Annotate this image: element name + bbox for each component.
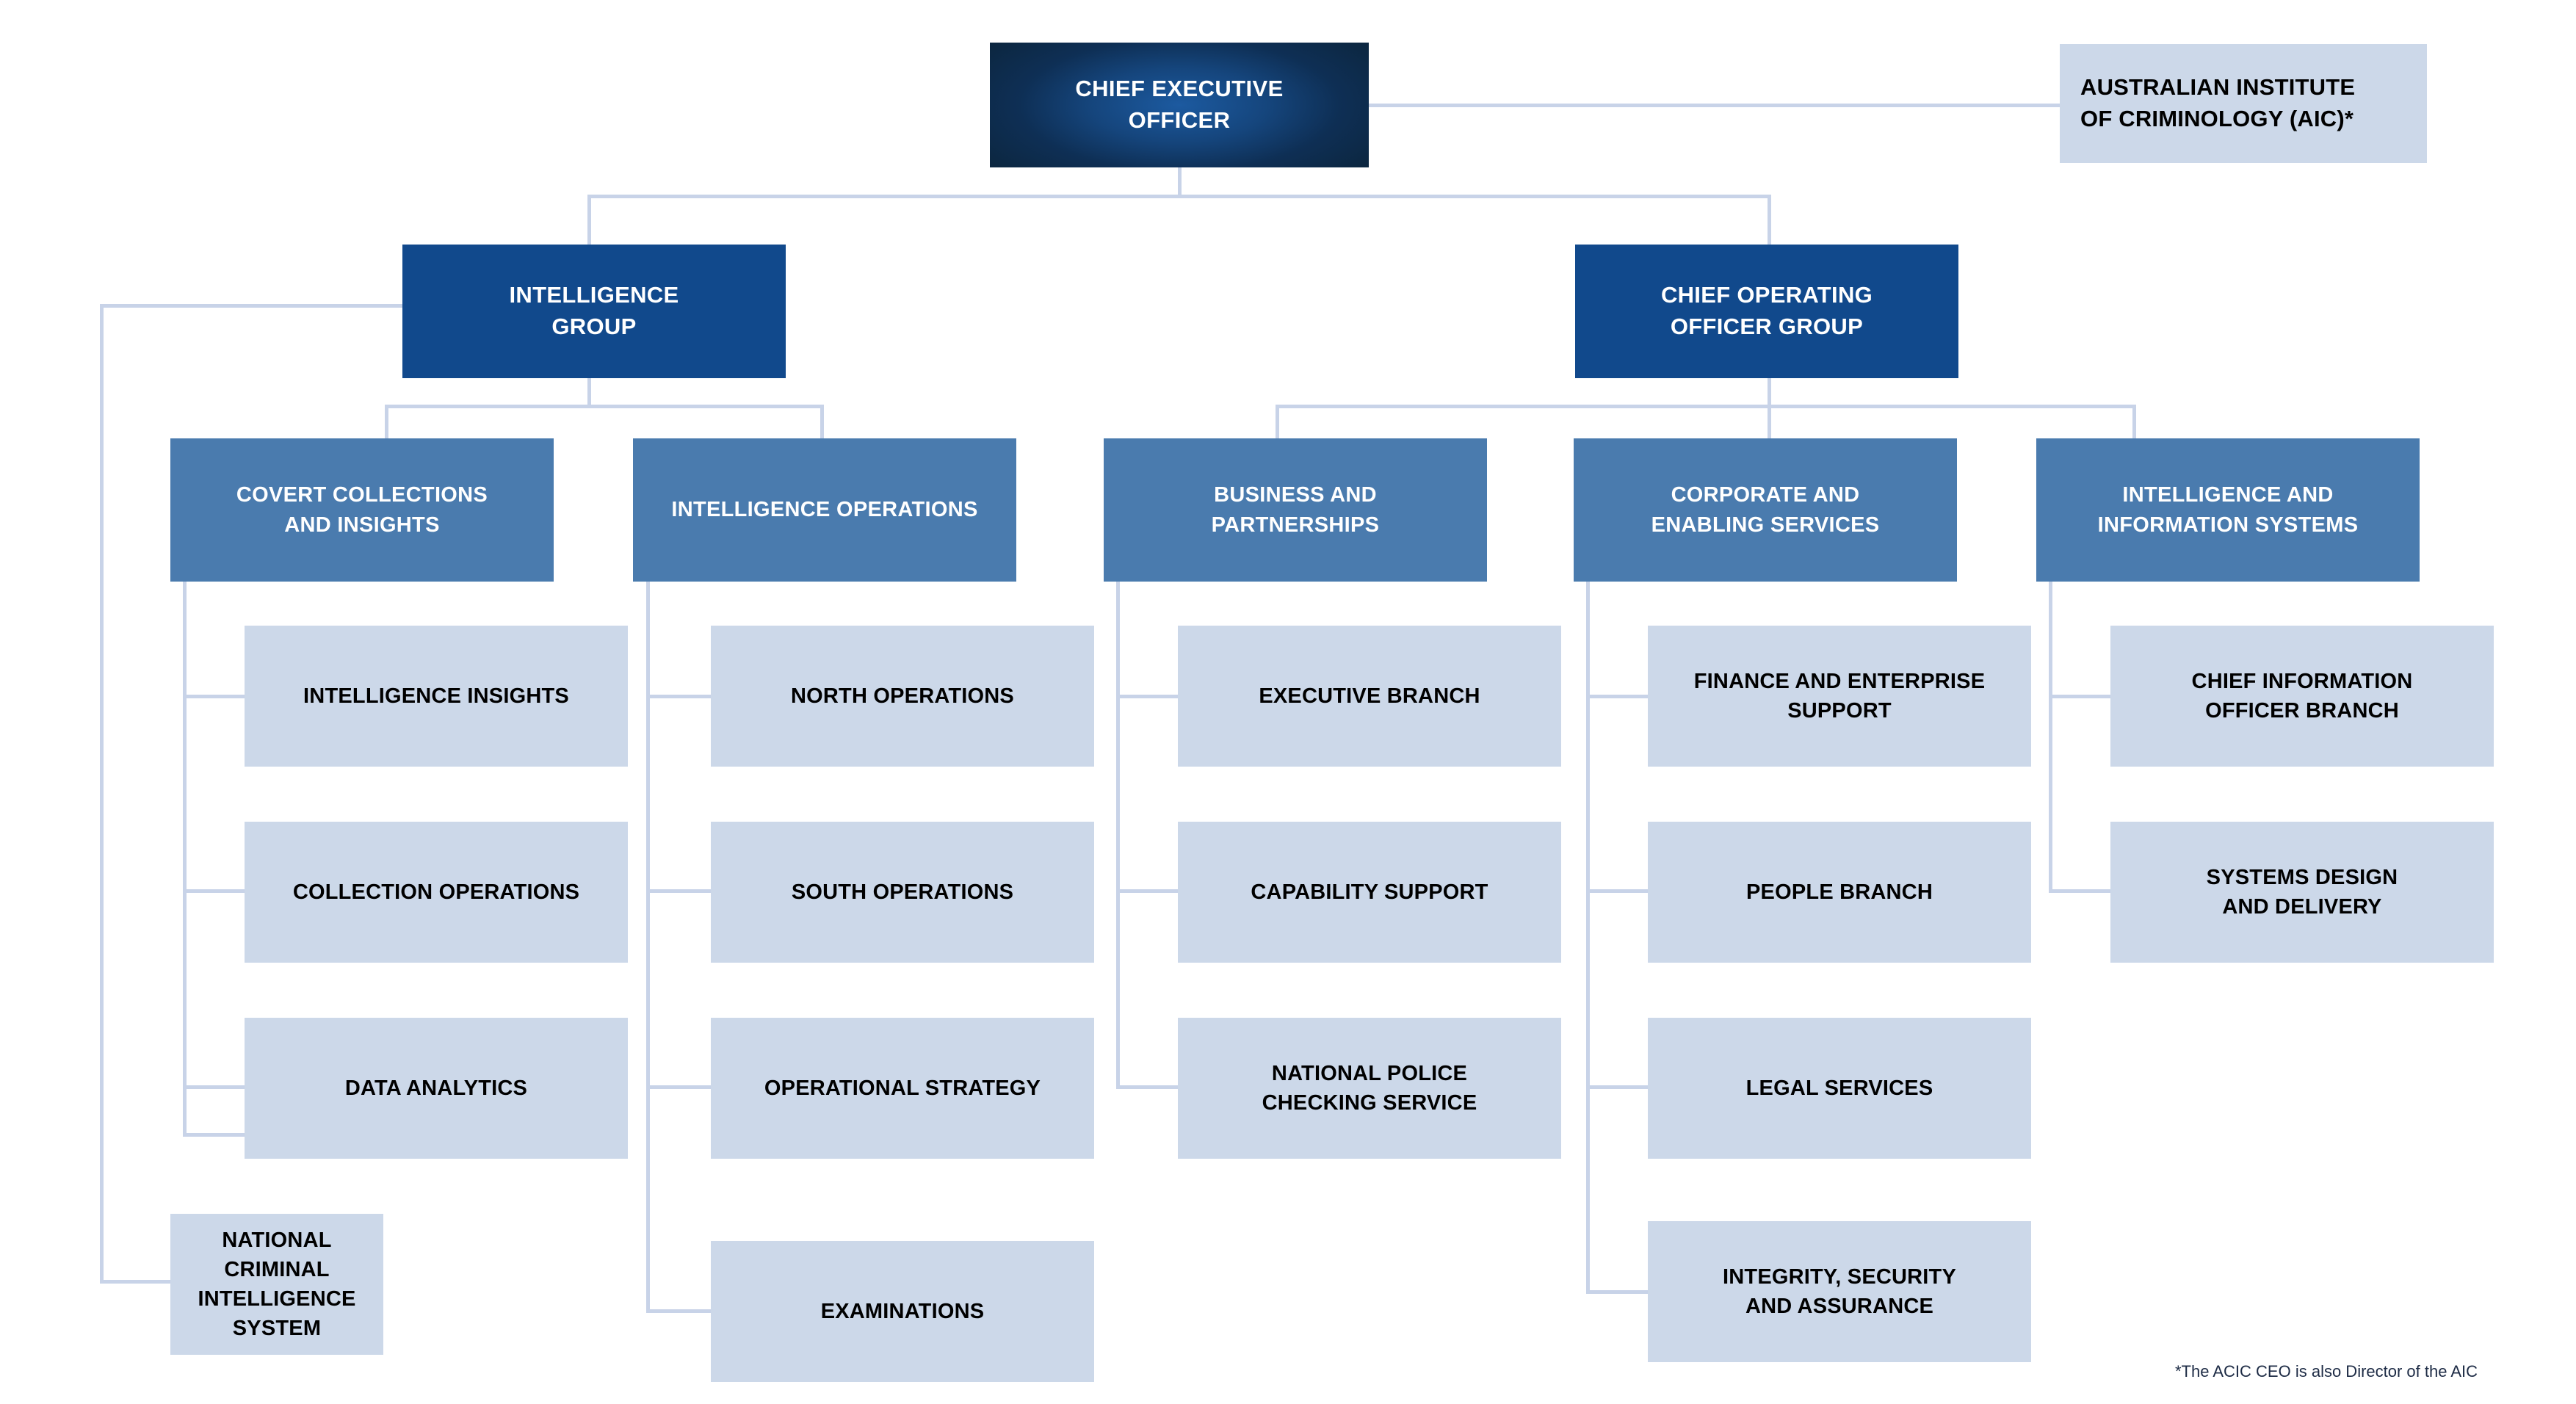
connector-ceo-down — [1178, 167, 1182, 197]
node-label: NATIONAL CRIMINAL INTELLIGENCE SYSTEM — [198, 1228, 356, 1341]
node-label: INTELLIGENCE INSIGHTS — [303, 684, 569, 708]
node-label: INTELLIGENCE OPERATIONS — [671, 498, 978, 522]
node-label: AUSTRALIAN INSTITUTE OF CRIMINOLOGY (AIC… — [2080, 74, 2356, 131]
node-collection-operations[interactable]: COLLECTION OPERATIONS — [245, 822, 628, 963]
connector-spine-covert — [183, 581, 187, 1136]
node-label: OPERATIONAL STRATEGY — [764, 1076, 1041, 1100]
node-label: CHIEF EXECUTIVE OFFICER — [1075, 76, 1284, 133]
node-label: EXAMINATIONS — [820, 1299, 985, 1323]
node-legal-services[interactable]: LEGAL SERVICES — [1648, 1018, 2031, 1159]
node-intelligence-operations[interactable]: INTELLIGENCE OPERATIONS — [633, 438, 1016, 582]
node-intelligence-group[interactable]: INTELLIGENCE GROUP — [402, 245, 786, 378]
connector-ncis-stub — [100, 1280, 173, 1284]
connector-stub-corporate-2 — [1586, 889, 1651, 893]
node-label: COLLECTION OPERATIONS — [292, 880, 580, 904]
node-label: LEGAL SERVICES — [1745, 1076, 1933, 1100]
connector-stub-intelops-3 — [646, 1085, 714, 1089]
node-systems-design-and-delivery[interactable]: SYSTEMS DESIGN AND DELIVERY — [2110, 822, 2494, 963]
node-people-branch[interactable]: PEOPLE BRANCH — [1648, 822, 2031, 963]
connector-coo-group-down — [1768, 378, 1771, 408]
connector-stub-covert-1 — [183, 695, 246, 698]
node-examinations[interactable]: EXAMINATIONS — [711, 1241, 1094, 1382]
node-label: COVERT COLLECTIONS AND INSIGHTS — [236, 483, 488, 537]
node-label: DATA ANALYTICS — [344, 1076, 528, 1100]
connector-ncis-top — [100, 304, 590, 308]
node-label: INTELLIGENCE AND INFORMATION SYSTEMS — [2097, 483, 2359, 537]
connector-stub-covert-3 — [183, 1085, 246, 1089]
connector-drop-covert — [385, 405, 388, 440]
connector-stub-covert-4 — [183, 1133, 246, 1137]
node-label: CHIEF OPERATING OFFICER GROUP — [1660, 282, 1873, 339]
node-finance-and-enterprise-support[interactable]: FINANCE AND ENTERPRISE SUPPORT — [1648, 626, 2031, 767]
node-label: INTELLIGENCE GROUP — [509, 282, 679, 339]
node-capability-support[interactable]: CAPABILITY SUPPORT — [1178, 822, 1561, 963]
connector-ceo-to-aic — [1367, 104, 2060, 107]
node-national-police-checking-service[interactable]: NATIONAL POLICE CHECKING SERVICE — [1178, 1018, 1561, 1159]
node-covert-collections-and-insights[interactable]: COVERT COLLECTIONS AND INSIGHTS — [170, 438, 554, 582]
node-label: NATIONAL POLICE CHECKING SERVICE — [1262, 1061, 1477, 1115]
connector-drop-intel-ops — [820, 405, 824, 440]
connector-spine-intel-ops — [646, 581, 650, 1312]
connector-stub-corporate-1 — [1586, 695, 1651, 698]
node-label: PEOPLE BRANCH — [1746, 880, 1933, 904]
footnote-acic-ceo: *The ACIC CEO is also Director of the AI… — [2175, 1362, 2478, 1381]
node-label: CORPORATE AND ENABLING SERVICES — [1651, 483, 1880, 537]
node-chief-executive-officer[interactable]: CHIEF EXECUTIVE OFFICER — [990, 43, 1369, 167]
node-intelligence-insights[interactable]: INTELLIGENCE INSIGHTS — [245, 626, 628, 767]
node-executive-branch[interactable]: EXECUTIVE BRANCH — [1178, 626, 1561, 767]
node-data-analytics[interactable]: DATA ANALYTICS — [245, 1018, 628, 1159]
node-label: BUSINESS AND PARTNERSHIPS — [1211, 483, 1380, 537]
node-intelligence-and-information-systems[interactable]: INTELLIGENCE AND INFORMATION SYSTEMS — [2036, 438, 2420, 582]
connector-coo-branch-bar — [1276, 405, 2136, 408]
connector-stub-business-1 — [1116, 695, 1181, 698]
node-label: SYSTEMS DESIGN AND DELIVERY — [2206, 865, 2398, 919]
node-corporate-and-enabling-services[interactable]: CORPORATE AND ENABLING SERVICES — [1574, 438, 1957, 582]
connector-spine-corporate — [1586, 581, 1590, 1293]
node-label: NORTH OPERATIONS — [791, 684, 1014, 708]
node-chief-operating-officer-group[interactable]: CHIEF OPERATING OFFICER GROUP — [1575, 245, 1958, 378]
connector-drop-intelligence-group — [587, 195, 591, 245]
connector-spine-ncis — [100, 304, 104, 1283]
connector-stub-business-3 — [1116, 1085, 1181, 1089]
node-business-and-partnerships[interactable]: BUSINESS AND PARTNERSHIPS — [1104, 438, 1487, 582]
node-label: INTEGRITY, SECURITY AND ASSURANCE — [1723, 1264, 1956, 1318]
connector-stub-corporate-4 — [1586, 1290, 1651, 1294]
node-chief-information-officer-branch[interactable]: CHIEF INFORMATION OFFICER BRANCH — [2110, 626, 2494, 767]
connector-stub-iis-2 — [2049, 889, 2113, 893]
connector-intel-group-down — [587, 378, 591, 408]
node-operational-strategy[interactable]: OPERATIONAL STRATEGY — [711, 1018, 1094, 1159]
connector-drop-business — [1276, 405, 1279, 440]
connector-spine-business — [1116, 581, 1120, 1088]
node-label: CHIEF INFORMATION OFFICER BRANCH — [2191, 669, 2413, 723]
connector-stub-iis-1 — [2049, 695, 2113, 698]
connector-stub-covert-2 — [183, 889, 246, 893]
node-integrity-security-and-assurance[interactable]: INTEGRITY, SECURITY AND ASSURANCE — [1648, 1221, 2031, 1362]
node-north-operations[interactable]: NORTH OPERATIONS — [711, 626, 1094, 767]
node-label: CAPABILITY SUPPORT — [1251, 880, 1488, 904]
node-label: EXECUTIVE BRANCH — [1259, 684, 1480, 708]
connector-intel-branch-bar — [385, 405, 824, 408]
node-south-operations[interactable]: SOUTH OPERATIONS — [711, 822, 1094, 963]
connector-level2-bar — [587, 195, 1771, 198]
connector-spine-iis — [2049, 581, 2052, 891]
connector-stub-intelops-1 — [646, 695, 714, 698]
node-national-criminal-intelligence-system[interactable]: NATIONAL CRIMINAL INTELLIGENCE SYSTEM — [170, 1214, 383, 1355]
node-label: FINANCE AND ENTERPRISE SUPPORT — [1693, 669, 1986, 723]
connector-stub-business-2 — [1116, 889, 1181, 893]
connector-stub-intelops-4 — [646, 1309, 714, 1313]
node-label: SOUTH OPERATIONS — [791, 880, 1014, 904]
node-australian-institute-of-criminology[interactable]: AUSTRALIAN INSTITUTE OF CRIMINOLOGY (AIC… — [2060, 44, 2427, 163]
connector-stub-intelops-2 — [646, 889, 714, 893]
connector-stub-corporate-3 — [1586, 1085, 1651, 1089]
connector-drop-iis — [2132, 405, 2136, 440]
connector-drop-corporate — [1768, 405, 1771, 440]
connector-drop-coo-group — [1768, 195, 1771, 245]
